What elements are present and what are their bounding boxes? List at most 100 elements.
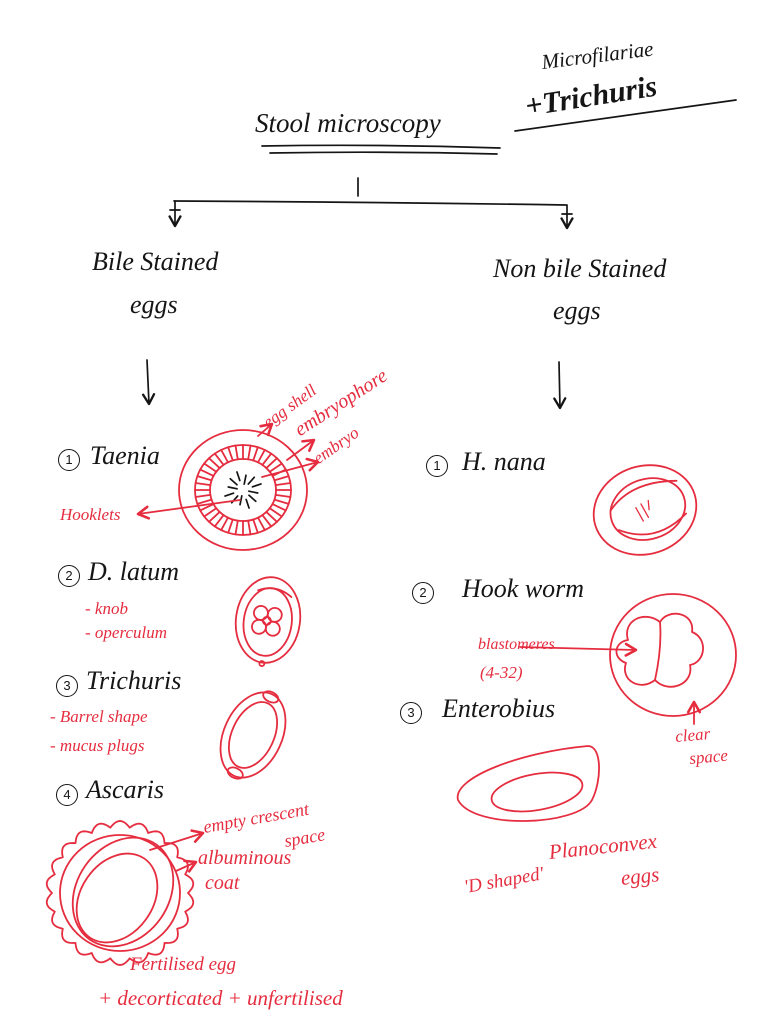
ascaris-name: Ascaris — [86, 775, 164, 804]
taenia-hooklet-stroke — [248, 490, 259, 494]
bile-stained-down-arrow — [141, 359, 156, 406]
h-nana-polar-filaments — [609, 479, 687, 536]
ascaris-egg-drawing — [45, 820, 195, 966]
taenia-hooklet-stroke — [245, 498, 250, 509]
hookworm-number: 2 — [412, 582, 434, 604]
embryophore-pointer — [286, 438, 316, 461]
taenia-striation — [268, 462, 283, 473]
trichuris-name: Trichuris — [86, 666, 182, 695]
taenia-striation — [227, 446, 234, 462]
taenia-striation — [196, 498, 213, 505]
blastomeres-label: blastomeres — [478, 636, 555, 653]
enterobius-larva — [490, 771, 584, 813]
hookworm-blastomere-division — [654, 621, 662, 681]
taenia-striations — [194, 444, 292, 536]
bile-stained-heading: Bile Stained — [92, 247, 219, 276]
taenia-name: Taenia — [90, 441, 160, 470]
taenia-egg-drawing — [178, 429, 308, 551]
taenia-hooklet-stroke — [236, 471, 241, 482]
trichuris-note-underline — [514, 99, 737, 132]
other-egg-types-label: + decorticated + unfertilised — [98, 986, 343, 1010]
h-nana-number: 1 — [426, 455, 448, 477]
taenia-striation — [273, 475, 290, 482]
d-latum-ovum-cell — [251, 618, 267, 635]
albuminous-coat-pointer — [175, 859, 198, 873]
d-latum-egg-inner — [242, 587, 293, 657]
crescent-space-pointer — [149, 829, 205, 851]
title-underline-2 — [269, 151, 498, 155]
enterobius-egg-drawing — [456, 745, 600, 822]
h-nana-name: H. nana — [462, 447, 546, 476]
taenia-striation — [261, 452, 273, 466]
d-latum-feature-operculum: - operculum — [85, 623, 167, 642]
clear-space-label: clear — [674, 724, 711, 746]
trichuris-mucus-plug-bottom — [226, 766, 244, 780]
taenia-striation — [247, 444, 252, 461]
taenia-striation — [234, 519, 239, 536]
trichuris-number: 3 — [56, 675, 78, 697]
taenia-striation — [203, 462, 218, 473]
clear-space-label-2: space — [688, 745, 729, 768]
taenia-striation — [265, 511, 278, 523]
taenia-hooklet-stroke — [243, 474, 247, 485]
d-latum-ovum-cell — [261, 615, 272, 626]
taenia-striation — [227, 518, 234, 534]
title-underline-1 — [261, 144, 501, 149]
trichuris-egg-shell — [219, 691, 287, 779]
hookworm-egg-drawing — [609, 593, 737, 717]
h-nana-oncosphere — [609, 477, 687, 541]
blastomere-count-label: (4-32) — [480, 663, 523, 682]
enterobius-name: Enterobius — [442, 694, 556, 723]
taenia-striation — [208, 457, 221, 469]
taenia-striation — [196, 475, 213, 482]
taenia-striation — [268, 507, 283, 518]
taenia-striation — [252, 446, 259, 462]
taenia-striation — [252, 518, 259, 534]
trichuris-feature-plugs: - mucus plugs — [50, 736, 145, 755]
d-latum-ovum-cell — [253, 605, 269, 621]
ascaris-coat-inner-edge — [59, 834, 181, 952]
taenia-striation — [203, 507, 218, 518]
hooklets-label: Hooklets — [60, 505, 121, 524]
taenia-striation — [213, 452, 225, 466]
d-latum-egg-shell — [234, 576, 302, 664]
non-bile-stained-down-arrow — [553, 361, 567, 410]
taenia-embryo-hooklets — [224, 471, 262, 509]
enterobius-number: 3 — [400, 702, 422, 724]
hookworm-name: Hook worm — [462, 574, 585, 603]
taenia-hooklet-stroke — [227, 486, 238, 490]
taenia-striation — [257, 449, 266, 464]
taenia-striation — [271, 503, 287, 512]
d-latum-knob — [258, 660, 266, 667]
taenia-hooklet-stroke — [247, 476, 256, 485]
taenia-striation — [273, 498, 290, 505]
taenia-striation — [274, 493, 292, 498]
tree-branch-line — [173, 200, 567, 206]
taenia-hooklet-stroke — [251, 483, 262, 488]
non-bile-stained-heading: Non bile Stained — [493, 254, 667, 283]
h-nana-egg-shell — [592, 464, 698, 556]
d-latum-ovum-cell — [264, 620, 281, 637]
bile-stained-heading-eggs: eggs — [130, 290, 178, 319]
taenia-striation — [234, 444, 239, 461]
taenia-hooklet-stroke — [239, 495, 243, 506]
d-latum-name: D. latum — [88, 557, 179, 586]
planoconvex-eggs-label: eggs — [619, 862, 661, 890]
taenia-striation — [199, 468, 215, 477]
trichuris-mucus-plug-top — [262, 690, 280, 704]
taenia-striation — [265, 457, 278, 469]
enterobius-egg-shell — [456, 745, 600, 822]
page-title: Stool microscopy — [255, 108, 441, 138]
d-latum-ovum-cell — [266, 606, 283, 623]
taenia-striation — [261, 514, 273, 528]
trichuris-feature-barrel: - Barrel shape — [50, 707, 148, 726]
d-latum-operculum — [257, 587, 293, 598]
ascaris-shell — [71, 836, 175, 948]
blastomeres-pointer — [519, 642, 638, 657]
embryo-pointer — [261, 457, 320, 478]
trichuris-egg-inner — [227, 701, 279, 769]
hookworm-egg-shell — [609, 593, 737, 717]
taenia-striation — [208, 511, 221, 523]
